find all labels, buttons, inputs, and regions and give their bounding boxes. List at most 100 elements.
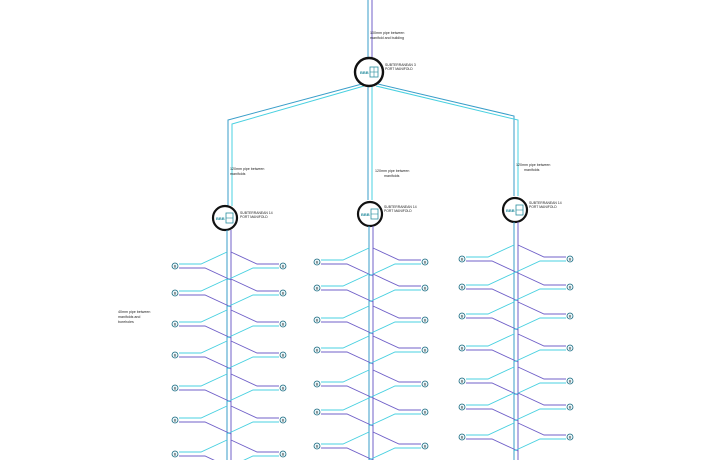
branch-pipe-right-flow (513, 288, 566, 302)
branch-pipe-left-return (321, 263, 374, 277)
branch-pipe-right-flow (368, 321, 421, 335)
sub-manifold-right[interactable]: BBB (501, 196, 529, 224)
borehole-marker: B (461, 257, 464, 261)
right-borehole-left-7[interactable]: B (458, 433, 466, 441)
right-borehole-left-2[interactable]: B (458, 283, 466, 291)
center-borehole-left-6[interactable]: B (313, 408, 321, 416)
center-borehole-right-3[interactable]: B (421, 316, 429, 324)
borehole-marker: B (282, 291, 285, 295)
branch-pipe-left-flow (321, 305, 370, 319)
branch-pipe-left-return (321, 289, 374, 303)
branch-pipe-right-return (230, 251, 279, 265)
sub-manifold-center-glyph: BBB (361, 212, 370, 217)
center-borehole-right-2[interactable]: B (421, 284, 429, 292)
left-borehole-left-6[interactable]: B (171, 416, 179, 424)
branch-pipe-left-return (321, 351, 374, 365)
branch-pipe-left-return (321, 321, 374, 335)
branch-pipe-left-return (321, 413, 374, 427)
left-borehole-left-7[interactable]: B (171, 450, 179, 458)
right-borehole-right-3[interactable]: B (566, 312, 574, 320)
center-borehole-left-7[interactable]: B (313, 442, 321, 450)
branch-pipe-right-return (517, 272, 566, 286)
borehole-marker: B (569, 379, 572, 383)
left-borehole-left-2[interactable]: B (171, 289, 179, 297)
branch-pipe-left-return (466, 408, 519, 422)
left-borehole-left-3[interactable]: B (171, 320, 179, 328)
branch-pipe-left-return (179, 421, 232, 435)
right-borehole-left-6[interactable]: B (458, 403, 466, 411)
branch-pipe-right-flow (232, 455, 279, 465)
left-borehole-right-2[interactable]: B (279, 289, 287, 297)
branch-pipe-left-flow (321, 335, 370, 349)
sub-manifold-left[interactable]: BBB (211, 204, 239, 232)
center-borehole-right-5[interactable]: B (421, 380, 429, 388)
right-borehole-right-6[interactable]: B (566, 403, 574, 411)
branch-pipe-left-flow (321, 369, 370, 383)
borehole-marker: B (461, 379, 464, 383)
center-borehole-left-3[interactable]: B (313, 316, 321, 324)
branch-pipe-right-return (517, 301, 566, 315)
left-borehole-right-6[interactable]: B (279, 416, 287, 424)
left-borehole-right-1[interactable]: B (279, 262, 287, 270)
branch-pipe-left-flow (179, 439, 228, 453)
center-borehole-right-1[interactable]: B (421, 258, 429, 266)
left-borehole-left-5[interactable]: B (171, 384, 179, 392)
main-manifold-label-1: SUBTERRANEAN 3 (385, 63, 416, 67)
borehole-marker: B (282, 386, 285, 390)
branch-pipe-left-flow (466, 392, 515, 406)
branch-pipe-left-flow (321, 431, 370, 445)
branch-pipe-right-flow (513, 408, 566, 422)
borehole-marker: B (174, 291, 177, 295)
center-borehole-left-4[interactable]: B (313, 346, 321, 354)
sub-manifold-right-label-2: PORT MANIFOLD (529, 205, 557, 209)
right-borehole-left-1[interactable]: B (458, 255, 466, 263)
center-borehole-right-4[interactable]: B (421, 346, 429, 354)
main-manifold-label-2: PORT MANIFOLD (385, 67, 413, 71)
right-borehole-right-1[interactable]: B (566, 255, 574, 263)
center-borehole-right-6[interactable]: B (421, 408, 429, 416)
right-borehole-left-4[interactable]: B (458, 344, 466, 352)
borehole-marker: B (316, 444, 319, 448)
left-borehole-left-4[interactable]: B (171, 351, 179, 359)
branch-pipe-right-return (230, 439, 279, 453)
branch-pipe-left-return (179, 325, 232, 339)
right-borehole-left-5[interactable]: B (458, 377, 466, 385)
borehole-field-left: B B B B B B B B B B B B B B (171, 230, 287, 465)
borehole-marker: B (424, 382, 427, 386)
right-borehole-right-7[interactable]: B (566, 433, 574, 441)
branch-pipe-right-return (230, 340, 279, 354)
branch-pipe-left-flow (179, 251, 228, 265)
center-borehole-left-1[interactable]: B (313, 258, 321, 266)
branch-right-label-1: 120mm pipe between (516, 163, 550, 167)
branch-pipe-right-flow (226, 267, 279, 281)
sub-manifold-left-label-1: SUBTERRANEAN 14 (240, 211, 273, 215)
right-borehole-right-2[interactable]: B (566, 283, 574, 291)
left-borehole-right-3[interactable]: B (279, 320, 287, 328)
borehole-marker: B (316, 286, 319, 290)
borehole-marker: B (461, 435, 464, 439)
branch-pipe-left-return (466, 288, 519, 302)
header-pipes (227, 83, 519, 206)
sub-manifold-center[interactable]: BBB (356, 200, 384, 228)
main-manifold[interactable]: BBB (353, 56, 385, 88)
center-borehole-left-5[interactable]: B (313, 380, 321, 388)
borehole-marker: B (569, 435, 572, 439)
branch-pipe-left-return (466, 317, 519, 331)
borehole-marker: B (316, 382, 319, 386)
center-borehole-right-7[interactable]: B (421, 442, 429, 450)
right-borehole-right-4[interactable]: B (566, 344, 574, 352)
branch-pipe-left-flow (466, 366, 515, 380)
left-borehole-left-1[interactable]: B (171, 262, 179, 270)
left-borehole-right-7[interactable]: B (279, 450, 287, 458)
left-borehole-right-5[interactable]: B (279, 384, 287, 392)
branch-pipe-left-flow (466, 244, 515, 258)
borehole-marker: B (174, 418, 177, 422)
borehole-marker: B (424, 318, 427, 322)
right-borehole-right-5[interactable]: B (566, 377, 574, 385)
right-borehole-left-3[interactable]: B (458, 312, 466, 320)
left-borehole-right-4[interactable]: B (279, 351, 287, 359)
center-borehole-left-2[interactable]: B (313, 284, 321, 292)
branch-pipe-left-return (466, 438, 519, 452)
borehole-marker: B (569, 346, 572, 350)
